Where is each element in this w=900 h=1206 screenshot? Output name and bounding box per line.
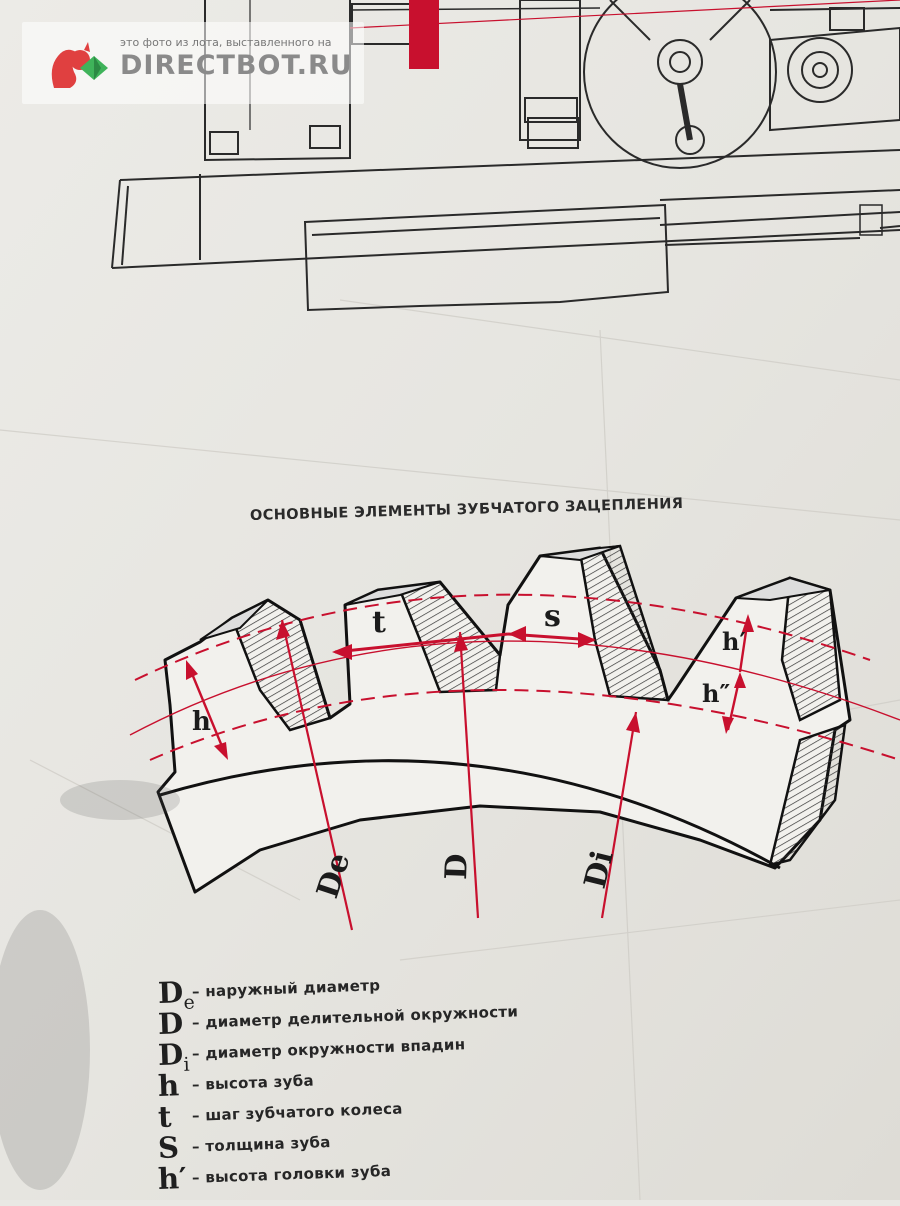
paper-shadows [0,780,180,1190]
legend-text: – диаметр окружности впадин [191,1035,466,1063]
label-D: D [439,853,475,880]
De-radial-line [280,619,354,931]
squirrel-logo-icon [51,42,108,88]
gear-diagram: t s h h′ h″ De D Di [129,544,900,931]
label-t: t [372,605,386,640]
addendum-circle [134,593,871,681]
D-radial-line [458,631,480,919]
pitch-circle [129,640,900,736]
legend-text: – высота зуба [191,1071,315,1094]
watermark-brand: DIRECTBOT.RU [120,50,353,81]
label-h-double-prime: h″ [702,679,730,708]
legend-symbol: h′ [157,1161,188,1196]
root-circle [149,689,900,761]
pitch-arrow-t [334,632,509,654]
Di-radial-line [600,711,638,919]
label-h-prime: h′ [722,627,746,656]
watermark-caption: это фото из лота, выставленного на [120,36,332,49]
legend-text: – наружный диаметр [191,976,381,1001]
tooth-height-arrow-h [186,663,228,757]
machine-axis-line [349,0,900,29]
legend: De – наружный диаметр D – диаметр делите… [157,975,878,1196]
label-s: s [544,599,561,634]
legend-text: – диаметр делительной окружности [191,1002,519,1032]
legend-text: – толщина зуба [191,1132,332,1156]
gear-inner-arc [159,759,781,870]
legend-text: – высота головки зуба [191,1161,392,1187]
legend-text: – шаг зубчатого колеса [191,1099,403,1125]
label-h: h [192,707,211,737]
